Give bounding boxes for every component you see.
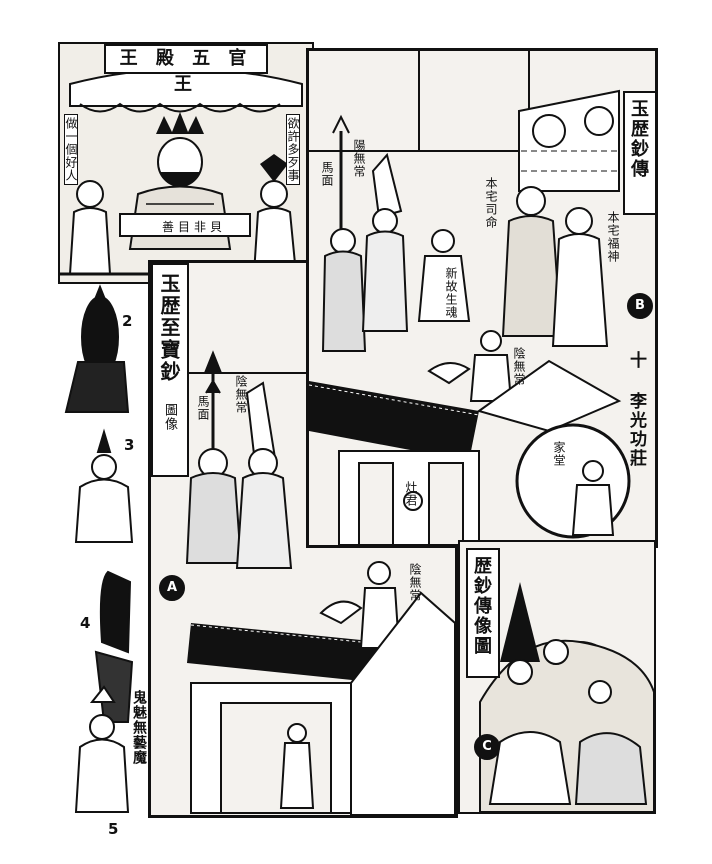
panel-b: 玉歴鈔傳 十 李光功莊 B 馬面 陽無常 本宅司命 本宅福神 新故生魂 陰無常 … — [306, 48, 658, 548]
panel-a-caption-horse-face: 馬面 — [196, 395, 210, 421]
panel-b-caption-yang-wuchang: 陽無常 — [352, 139, 366, 178]
top-left-court-panel: 做一個好人 欲許多歹事 善目非貝 — [58, 42, 314, 284]
desk-inscription: 善目非貝 — [144, 218, 244, 235]
panel-b-drawing — [309, 51, 655, 545]
panel-b-caption-hearth-god: 本宅司命 — [484, 177, 498, 229]
panel-a-caption-yin-wuchang: 陰無常 — [234, 375, 248, 414]
figure-number-5: 5 — [108, 820, 119, 838]
left-column-caption: 鬼魅無藝魔 — [131, 690, 147, 765]
panel-b-caption-horse-face: 馬面 — [320, 161, 334, 187]
panel-b-marker: B — [627, 293, 653, 319]
panel-a-marker: A — [159, 575, 185, 601]
panel-a-subtitle: 圖像 — [162, 403, 177, 431]
panel-b-side-text: 十 李光功莊 — [626, 351, 646, 468]
panel-a-caption-yin-wuchang-2: 陰無常 — [408, 563, 422, 602]
figure-number-3: 3 — [124, 436, 135, 454]
panel-b-caption-fortune-god: 本宅福神 — [606, 211, 620, 263]
figure-number-2: 2 — [122, 312, 133, 330]
panel-a-title-box: 玉歴至寶鈔 — [151, 263, 189, 477]
panel-a-title: 玉歴至寶鈔 — [157, 273, 181, 383]
panel-c-title-box: 歴鈔傳像圖 — [466, 548, 500, 678]
left-column-figures — [64, 284, 134, 813]
panel-b-caption-stove-god: 灶君 — [404, 481, 418, 507]
sign-do-good: 做一個好人 — [64, 114, 78, 185]
figure-number-4: 4 — [80, 614, 91, 632]
panel-b-title-box: 玉歴鈔傳 — [623, 91, 655, 215]
panel-c-marker: C — [474, 734, 500, 760]
panel-c-title: 歴鈔傳像圖 — [471, 556, 492, 656]
panel-b-caption-household: 家堂 — [552, 441, 566, 467]
panel-c: 歴鈔傳像圖 C — [458, 540, 656, 814]
court-title-banner: 王 殿 五 官 王 — [104, 44, 268, 95]
sign-evil-deeds: 欲許多歹事 — [286, 114, 300, 185]
panel-b-title: 玉歴鈔傳 — [628, 99, 649, 179]
panel-b-caption-new-soul: 新故生魂 — [444, 267, 458, 319]
panel-b-caption-yin-wuchang: 陰無常 — [512, 347, 526, 386]
